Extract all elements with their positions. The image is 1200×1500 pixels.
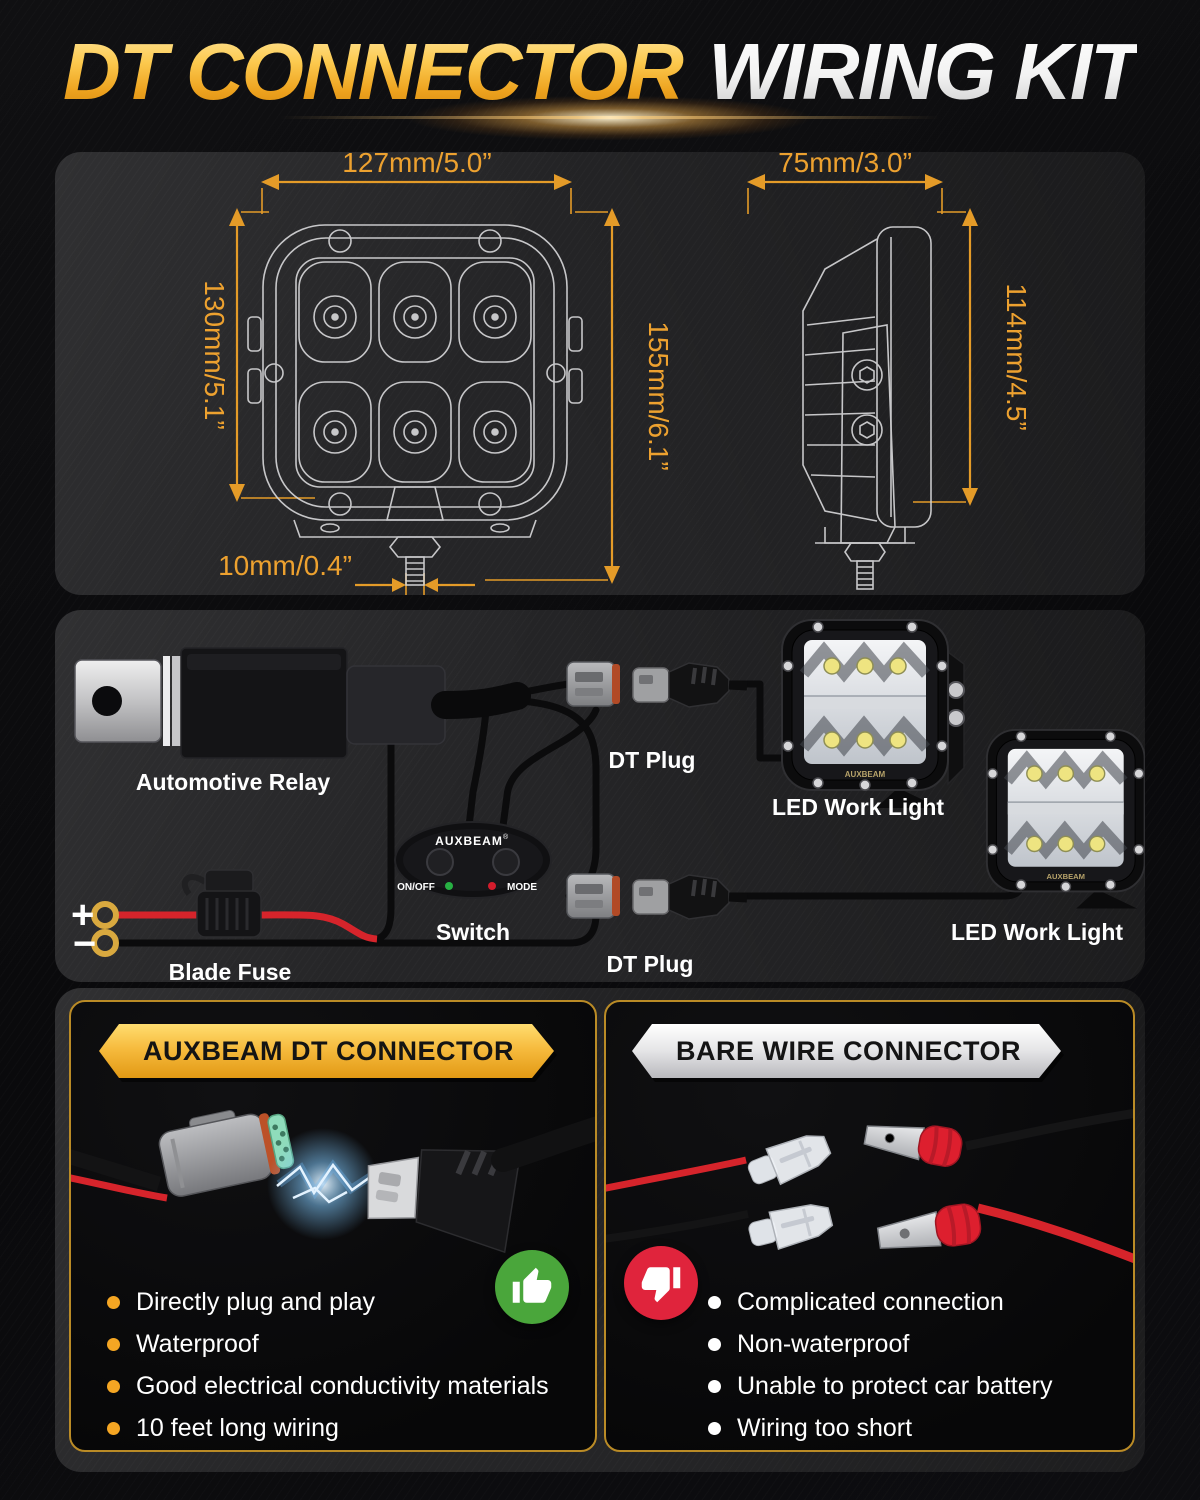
red-led-indicator [488, 882, 496, 890]
dt-male-connector [367, 1149, 522, 1254]
page-title: DT CONNECTOR WIRING KIT [0, 26, 1200, 118]
title-highlight: DT CONNECTOR [63, 27, 688, 116]
list-item: Complicated connection [708, 1288, 1052, 1317]
switch-mode-label: MODE [507, 882, 537, 893]
switch-graphic: AUXBEAM ® ON/OFF MODE [394, 821, 552, 899]
green-led-indicator [445, 882, 453, 890]
title-rest: WIRING KIT [708, 27, 1139, 116]
led-light-top-label: LED Work Light [772, 794, 944, 820]
point-text: Good electrical conductivity materials [136, 1372, 549, 1400]
point-text: Wiring too short [737, 1414, 913, 1442]
point-text: Directly plug and play [136, 1288, 376, 1316]
dimensions-panel: 127mm/5.0” 130mm/5.1” 155mm/6.1” 10mm/0.… [55, 147, 1145, 595]
dt-connector-badge: AUXBEAM DT CONNECTOR [99, 1002, 554, 1056]
bullet-dot [107, 1338, 120, 1351]
point-text: Unable to protect car battery [737, 1372, 1053, 1400]
negative-ring-terminal [91, 929, 119, 957]
side-height-dim: 114mm/4.5” [1001, 283, 1032, 430]
electric-spark [267, 1128, 379, 1240]
switch-brand-reg: ® [503, 833, 509, 841]
male-spade-terminal [863, 1125, 963, 1167]
list-item: Unable to protect car battery [708, 1372, 1052, 1401]
side-depth-dim: 75mm/3.0” [778, 152, 912, 178]
switch-label: Switch [436, 919, 510, 945]
front-bolt-dim: 10mm/0.4” [218, 550, 352, 581]
front-total-height-dim: 155mm/6.1” [643, 321, 674, 470]
fuse-label: Blade Fuse [169, 959, 292, 982]
dt-connector-card: AUXBEAM DT CONNECTOR [69, 1000, 597, 1452]
wiring-panel: AUXBEAM + [55, 610, 1145, 985]
list-item: Waterproof [107, 1330, 549, 1359]
female-spade-connector [748, 1204, 834, 1251]
bullet-dot [708, 1422, 721, 1435]
dt-connector-photo [71, 1109, 595, 1254]
dt-connector-badge-text: AUXBEAM DT CONNECTOR [99, 1024, 554, 1078]
dt-plug-bottom-label: DT Plug [607, 951, 694, 977]
female-spade-connector [747, 1135, 832, 1186]
bare-wire-badge: BARE WIRE CONNECTOR [632, 1002, 1061, 1056]
front-width-dim: 127mm/5.0” [342, 152, 491, 178]
bare-wire-points: Complicated connection Non-waterproof Un… [708, 1288, 1052, 1443]
bare-wire-card: BARE WIRE CONNECTOR [604, 1000, 1135, 1452]
automotive-relay-graphic [74, 647, 531, 759]
bare-wire-badge-text: BARE WIRE CONNECTOR [632, 1024, 1061, 1078]
switch-brand: AUXBEAM [435, 834, 503, 848]
bullet-dot [107, 1296, 120, 1309]
side-view-drawing [802, 226, 932, 590]
bullet-dot [708, 1296, 721, 1309]
list-item: 10 feet long wiring [107, 1414, 549, 1443]
thumbs-up-icon [495, 1250, 569, 1324]
dt-plug-top-label: DT Plug [609, 747, 696, 773]
list-item: Good electrical conductivity materials [107, 1372, 549, 1401]
switch-onoff-button[interactable] [426, 848, 454, 876]
list-item: Directly plug and play [107, 1288, 549, 1317]
bullet-dot [708, 1338, 721, 1351]
male-spade-terminal [876, 1203, 982, 1249]
point-text: Waterproof [136, 1330, 259, 1358]
point-text: 10 feet long wiring [136, 1414, 339, 1442]
relay-label: Automotive Relay [136, 769, 330, 795]
bare-wire-photo [606, 1108, 1133, 1263]
switch-onoff-label: ON/OFF [397, 882, 435, 893]
switch-mode-button[interactable] [492, 848, 520, 876]
thumbs-down-icon [624, 1246, 698, 1320]
bullet-dot [107, 1422, 120, 1435]
list-item: Wiring too short [708, 1414, 1052, 1443]
front-view-drawing [247, 224, 583, 586]
dimensions-diagram: 127mm/5.0” 130mm/5.1” 155mm/6.1” 10mm/0.… [199, 147, 1032, 595]
blade-fuse-assembly: + − [71, 869, 378, 966]
comparison-panel: AUXBEAM DT CONNECTOR [55, 988, 1145, 1472]
point-text: Non-waterproof [737, 1330, 910, 1358]
front-height-dim: 130mm/5.1” [199, 280, 230, 429]
plus-symbol: + [71, 893, 94, 937]
point-text: Complicated connection [737, 1288, 1004, 1316]
led-light-bottom-label: LED Work Light [951, 919, 1123, 945]
dt-connector-points: Directly plug and play Waterproof Good e… [107, 1288, 549, 1443]
minus-symbol: − [73, 922, 96, 966]
bullet-dot [107, 1380, 120, 1393]
wiring-diagram: AUXBEAM + [71, 610, 1145, 985]
list-item: Non-waterproof [708, 1330, 1052, 1359]
bullet-dot [708, 1380, 721, 1393]
dt-female-connector [158, 1109, 295, 1197]
positive-ring-terminal [91, 901, 119, 929]
